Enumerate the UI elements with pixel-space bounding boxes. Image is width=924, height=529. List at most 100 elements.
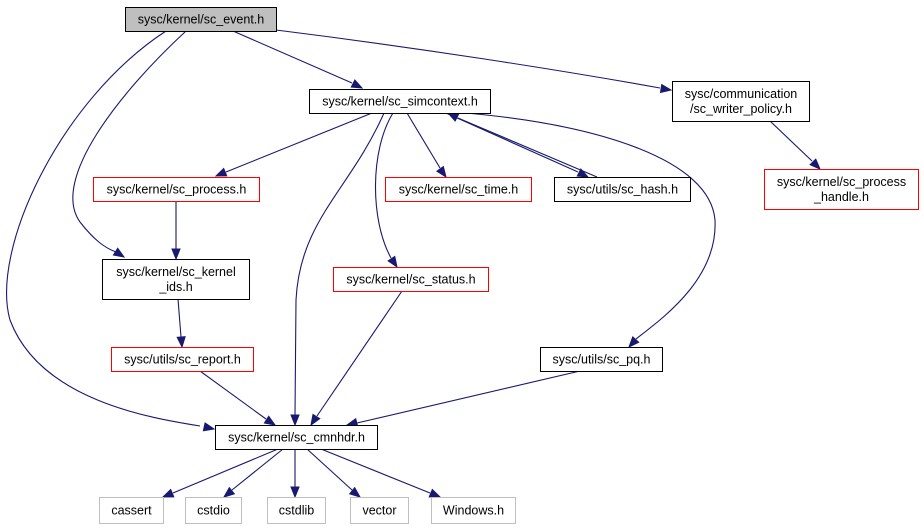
edge-sc_simcontext-to-sc_cmnhdr bbox=[290, 112, 385, 427]
node-box bbox=[185, 497, 242, 524]
edge-arrowhead bbox=[171, 248, 181, 261]
edge-line bbox=[374, 112, 394, 259]
edge-line bbox=[72, 30, 187, 253]
edge-arrowhead bbox=[176, 336, 186, 349]
edge-line bbox=[406, 112, 441, 169]
edge-line bbox=[199, 370, 267, 420]
edge-line bbox=[177, 298, 182, 338]
node-sc-simcontext[interactable]: sysc/kernel/sc_simcontext.h bbox=[309, 89, 491, 114]
node-sc-cmnhdr[interactable]: sysc/kernel/sc_cmnhdr.h bbox=[215, 425, 378, 450]
node-label: sysc/kernel/sc_kernel bbox=[116, 265, 236, 279]
edges-group bbox=[6, 29, 821, 499]
edge-arrowhead bbox=[290, 486, 300, 499]
node-box bbox=[385, 177, 532, 202]
node-label: sysc/kernel/sc_process.h bbox=[107, 183, 247, 197]
node-windows-h: Windows.h bbox=[431, 497, 516, 524]
node-label: /sc_writer_policy.h bbox=[690, 102, 792, 116]
node-label: sysc/communication bbox=[685, 87, 798, 101]
node-sc-kernel-ids[interactable]: sysc/kernel/sc_kernel_ids.h bbox=[102, 259, 250, 300]
edge-line bbox=[275, 29, 661, 89]
edge-sc_writer_policy-to-sc_process_handle bbox=[769, 120, 821, 170]
node-box bbox=[102, 259, 250, 300]
edge-sc_kernel_ids-to-sc_report bbox=[176, 298, 186, 349]
node-box bbox=[99, 497, 164, 524]
edge-line bbox=[320, 448, 431, 494]
edge-arrowhead bbox=[222, 486, 236, 498]
node-label: _ids.h bbox=[158, 280, 192, 294]
edge-sc_simcontext-to-sc_pq bbox=[465, 112, 716, 349]
edge-sc_pq-to-sc_cmnhdr bbox=[345, 370, 581, 428]
node-label: sysc/kernel/sc_process bbox=[777, 175, 906, 189]
node-box bbox=[125, 7, 277, 32]
node-label: sysc/kernel/sc_simcontext.h bbox=[322, 95, 478, 109]
edge-arrowhead bbox=[809, 158, 821, 170]
node-label: sysc/utils/sc_hash.h bbox=[567, 183, 678, 197]
edge-line bbox=[769, 120, 813, 162]
edge-line bbox=[465, 112, 716, 340]
node-sc-status[interactable]: sysc/kernel/sc_status.h bbox=[333, 267, 489, 292]
node-sc-pq[interactable]: sysc/utils/sc_pq.h bbox=[540, 347, 663, 372]
edge-line bbox=[6, 30, 201, 427]
edge-sc_cmnhdr-to-windows_h bbox=[320, 448, 442, 498]
node-cstdio: cstdio bbox=[185, 497, 242, 524]
node-label: sysc/kernel/sc_time.h bbox=[399, 183, 519, 197]
node-sc-report[interactable]: sysc/utils/sc_report.h bbox=[111, 347, 254, 372]
node-label: sysc/utils/sc_report.h bbox=[124, 353, 241, 367]
edge-arrowhead bbox=[628, 336, 640, 349]
edge-arrowhead bbox=[214, 167, 228, 177]
edge-arrowhead bbox=[290, 414, 300, 427]
node-sc-process-handle[interactable]: sysc/kernel/sc_process_handle.h bbox=[764, 169, 919, 210]
edge-arrowhead bbox=[446, 112, 460, 122]
edge-sc_event-to-sc_kernel_ids bbox=[72, 30, 187, 258]
edge-sc_cmnhdr-to-cassert bbox=[161, 448, 279, 498]
node-box bbox=[540, 347, 663, 372]
edge-sc_simcontext-to-sc_process bbox=[214, 112, 373, 177]
edge-line bbox=[231, 448, 284, 491]
edge-sc_cmnhdr-to-cstdlib bbox=[290, 449, 300, 499]
node-box bbox=[350, 497, 409, 524]
edge-arrowhead bbox=[576, 168, 590, 178]
edge-arrowhead bbox=[350, 79, 364, 89]
node-sc-hash[interactable]: sysc/utils/sc_hash.h bbox=[554, 177, 691, 202]
edge-arrowhead bbox=[428, 488, 442, 498]
edge-arrowhead bbox=[387, 255, 398, 269]
node-label: cassert bbox=[111, 504, 152, 518]
node-sc-event[interactable]: sysc/kernel/sc_event.h bbox=[125, 7, 277, 32]
edge-sc_cmnhdr-to-cstdio bbox=[222, 448, 284, 498]
node-label: sysc/kernel/sc_cmnhdr.h bbox=[228, 431, 365, 445]
node-box bbox=[672, 81, 810, 122]
node-label: sysc/kernel/sc_event.h bbox=[138, 13, 264, 27]
node-box bbox=[764, 169, 919, 210]
node-box bbox=[333, 267, 489, 292]
node-vector: vector bbox=[350, 497, 409, 524]
edge-line bbox=[316, 290, 403, 417]
node-sc-process[interactable]: sysc/kernel/sc_process.h bbox=[93, 177, 260, 202]
edge-arrowhead bbox=[112, 247, 126, 258]
node-label: Windows.h bbox=[443, 504, 504, 518]
edge-arrowhead bbox=[659, 83, 673, 94]
edge-arrowhead bbox=[310, 413, 321, 427]
edge-arrowhead bbox=[263, 415, 277, 426]
node-box bbox=[215, 425, 378, 450]
node-box bbox=[111, 347, 254, 372]
node-cstdlib: cstdlib bbox=[267, 497, 326, 524]
node-box bbox=[431, 497, 516, 524]
node-sc-writer-policy[interactable]: sysc/communication/sc_writer_policy.h bbox=[672, 81, 810, 122]
edge-sc_status-to-sc_cmnhdr bbox=[310, 290, 403, 427]
node-label: vector bbox=[362, 504, 396, 518]
edge-line bbox=[356, 370, 581, 424]
edge-sc_event-to-sc_simcontext bbox=[232, 30, 364, 89]
node-box bbox=[554, 177, 691, 202]
edge-line bbox=[172, 448, 279, 494]
node-label: sysc/kernel/sc_status.h bbox=[346, 273, 475, 287]
edge-line bbox=[457, 117, 598, 178]
edge-sc_cmnhdr-to-vector bbox=[306, 448, 362, 498]
edge-arrowhead bbox=[435, 165, 447, 179]
edge-line bbox=[294, 112, 385, 416]
node-cassert: cassert bbox=[99, 497, 164, 524]
edge-sc_process-to-sc_kernel_ids bbox=[171, 201, 181, 261]
node-sc-time[interactable]: sysc/kernel/sc_time.h bbox=[385, 177, 532, 202]
edge-arrowhead bbox=[348, 486, 362, 498]
